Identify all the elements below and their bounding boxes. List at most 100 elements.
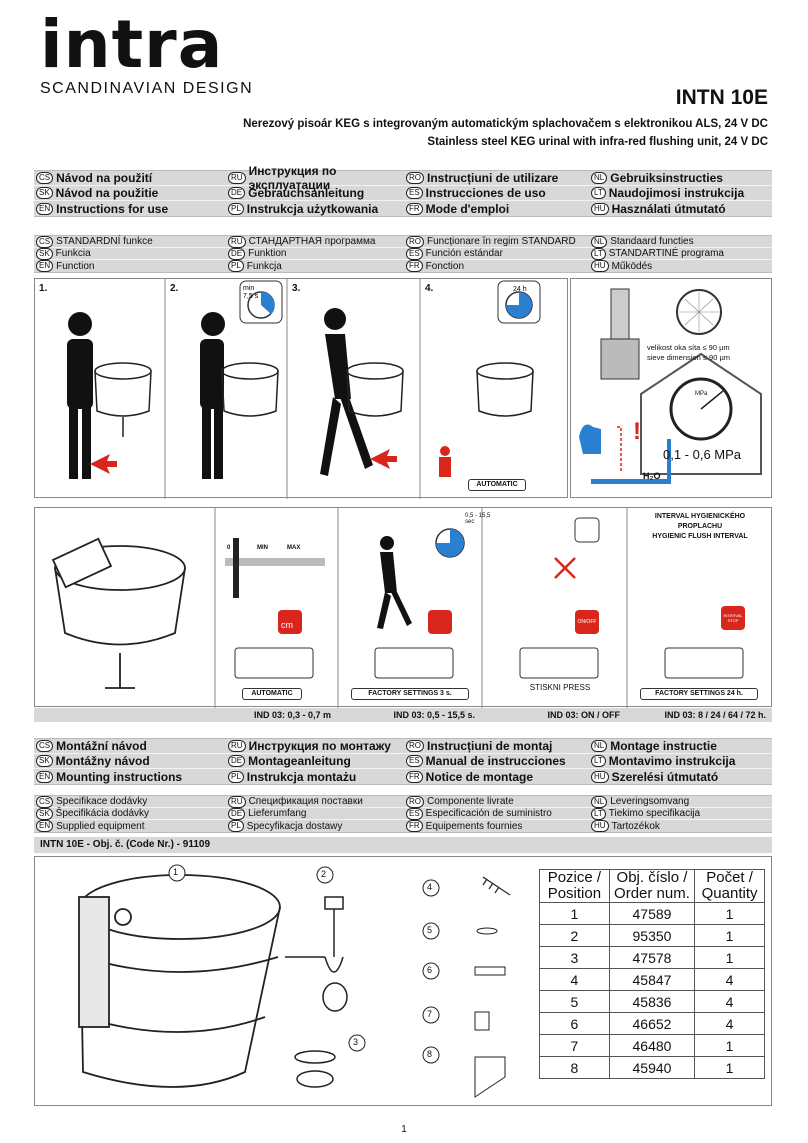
urinal-icon	[476, 362, 534, 417]
table-cell: 47589	[608, 902, 696, 925]
interval-button-icon	[721, 606, 745, 630]
washer-icon	[476, 927, 498, 935]
ind-value: IND 03: ON / OFF	[547, 710, 620, 720]
urinal-part-icon	[78, 874, 281, 1088]
lang-code-badge: LT	[591, 187, 606, 199]
lang-code-badge: RO	[406, 740, 424, 752]
table-cell: 1	[694, 924, 765, 947]
model-number: INTN 10E	[675, 86, 768, 109]
lang-text: Specyfikacja dostawy	[246, 820, 343, 832]
interval-title: INTERVAL HYGIENICKÉHO PROPLACHU HYGIENIC…	[629, 512, 771, 542]
lang-code-badge: SK	[36, 755, 53, 767]
lang-code-badge: DE	[228, 187, 246, 199]
table-header: Počet /Quantity	[694, 869, 765, 903]
scale-min: MIN	[257, 545, 268, 551]
lang-text: Instrukcja montażu	[246, 769, 357, 784]
steps-illustration: min 7,5 s 24 h	[67, 279, 541, 499]
timer-label: min	[243, 285, 254, 292]
urinal-icon	[51, 537, 186, 689]
lang-code-badge: PL	[228, 820, 244, 832]
brand-tagline: SCANDINAVIAN DESIGN	[40, 80, 254, 97]
table-cell: 1	[539, 902, 610, 925]
table-cell: 46652	[608, 1012, 696, 1035]
lang-text: СТАНДАРТНАЯ программа	[248, 236, 376, 247]
lang-text: Návod na použití	[56, 171, 153, 185]
scale-zero: 0	[227, 545, 231, 551]
lang-code-badge: ES	[406, 247, 423, 260]
table-header-line: Pozice /	[547, 869, 602, 886]
lang-code-badge: HU	[591, 770, 609, 783]
table-cell: 6	[539, 1012, 610, 1035]
lang-code-badge: CS	[36, 795, 54, 808]
lang-text: Návod na použitie	[55, 186, 159, 200]
lang-text: Instrucciones de uso	[425, 186, 546, 200]
automatic-label: AUTOMATIC	[242, 688, 302, 700]
lang-text: Componente livrate	[427, 796, 514, 807]
lang-code-badge: FR	[406, 260, 423, 272]
lang-text: STANDARTINĖ programa	[608, 248, 724, 259]
lang-code-badge: LT	[591, 247, 606, 260]
lang-code-badge: CS	[36, 235, 54, 248]
lang-text: Manual de instrucciones	[425, 754, 566, 768]
table-cell: 45940	[608, 1056, 696, 1079]
lang-code-badge: RO	[406, 795, 424, 808]
lang-code-badge: FR	[406, 202, 423, 215]
lang-code-badge: EN	[36, 260, 54, 272]
table-cell: 7	[539, 1034, 610, 1057]
callout-5: 5	[427, 925, 433, 935]
lang-text: Mounting instructions	[56, 769, 183, 784]
callout-7: 7	[427, 1009, 433, 1019]
urinal-icon	[221, 362, 279, 417]
parts-table: Pozice /Position Obj. číslo /Order num. …	[539, 869, 765, 1079]
lang-text: Montavimo instrukcija	[608, 754, 736, 768]
warning-icon: !	[633, 418, 641, 445]
step-number: 4.	[425, 283, 434, 294]
lang-code-badge: CS	[36, 172, 54, 184]
lang-text: Funcționare în regim STANDARD	[427, 236, 576, 247]
lang-text: Fonction	[425, 260, 465, 272]
lang-code-badge: FR	[406, 820, 423, 832]
lang-text: Specifikace dodávky	[56, 796, 148, 807]
settings-illustration	[51, 508, 745, 708]
table-cell: 2	[539, 924, 610, 947]
lang-code-badge: DE	[228, 807, 246, 820]
lang-code-badge: PL	[228, 770, 244, 783]
lang-code-badge: ES	[406, 807, 423, 820]
pressure-range: 0,1 - 0,6 MPa	[663, 447, 742, 462]
timer-icon	[239, 280, 283, 324]
lang-code-badge: SK	[36, 187, 53, 199]
onoff-button-label: ON/OFF	[577, 619, 597, 625]
lang-text: Használati útmutató	[611, 201, 726, 216]
interval-title-line: HYGIENIC FLUSH INTERVAL	[652, 533, 748, 540]
table-header: Obj. číslo /Order num.	[608, 869, 696, 903]
mesh-size-en: sieve dimension ≤ 90 µm	[647, 353, 731, 362]
screw-icon	[482, 876, 511, 896]
cross-icon	[554, 557, 576, 579]
